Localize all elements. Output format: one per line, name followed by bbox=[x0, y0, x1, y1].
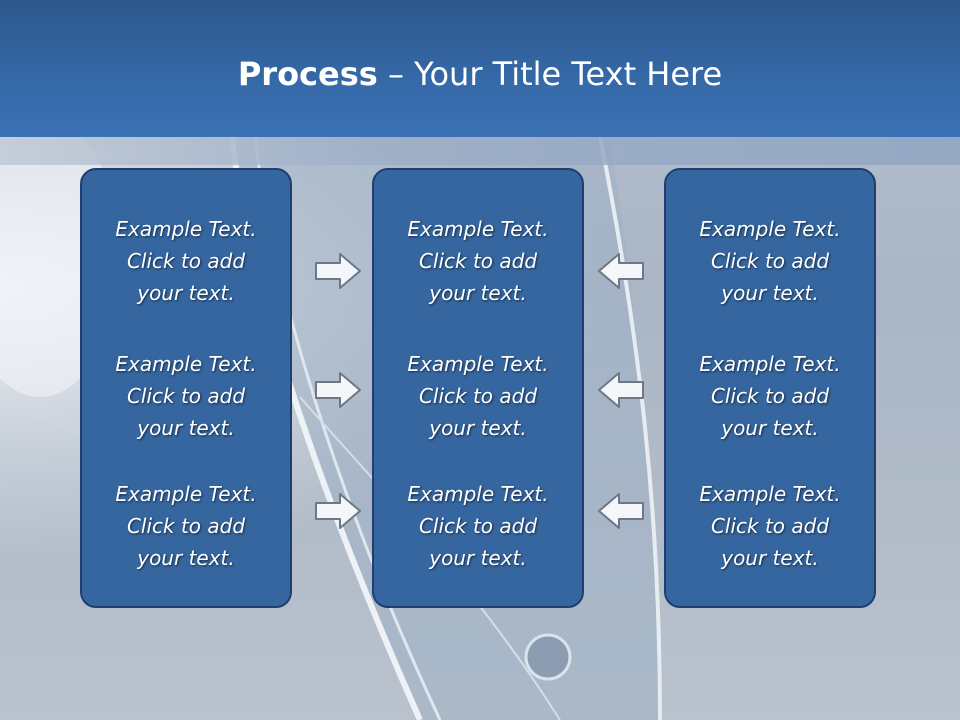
text-line: Click to add bbox=[418, 384, 538, 408]
text-line: your text. bbox=[721, 281, 819, 305]
text-line: your text. bbox=[721, 546, 819, 570]
title-bold: Process bbox=[237, 55, 378, 93]
text-line: Click to add bbox=[126, 384, 246, 408]
left-arrow-icon bbox=[598, 253, 644, 289]
right-arrow-icon bbox=[315, 372, 361, 408]
text-line: Example Text. bbox=[407, 482, 549, 506]
process-box-left[interactable]: Example Text. Click to add your text. Ex… bbox=[80, 168, 292, 608]
text-block[interactable]: Example Text. Click to add your text. bbox=[374, 478, 582, 574]
text-line: your text. bbox=[137, 416, 235, 440]
text-line: your text. bbox=[429, 546, 527, 570]
process-box-right[interactable]: Example Text. Click to add your text. Ex… bbox=[664, 168, 876, 608]
text-line: your text. bbox=[429, 416, 527, 440]
text-block[interactable]: Example Text. Click to add your text. bbox=[82, 348, 290, 444]
text-line: your text. bbox=[137, 546, 235, 570]
header-subband bbox=[0, 137, 960, 165]
title-rest: – Your Title Text Here bbox=[377, 55, 723, 93]
left-arrow-icon bbox=[598, 493, 644, 529]
text-line: your text. bbox=[137, 281, 235, 305]
text-line: Example Text. bbox=[115, 482, 257, 506]
right-arrow-icon bbox=[315, 253, 361, 289]
text-line: Click to add bbox=[126, 514, 246, 538]
text-block[interactable]: Example Text. Click to add your text. bbox=[82, 213, 290, 309]
text-line: Example Text. bbox=[699, 352, 841, 376]
text-line: your text. bbox=[721, 416, 819, 440]
text-line: Click to add bbox=[126, 249, 246, 273]
text-line: Click to add bbox=[710, 514, 830, 538]
text-line: Click to add bbox=[710, 384, 830, 408]
slide-title[interactable]: Process – Your Title Text Here bbox=[0, 52, 960, 96]
text-block[interactable]: Example Text. Click to add your text. bbox=[666, 478, 874, 574]
text-block[interactable]: Example Text. Click to add your text. bbox=[666, 213, 874, 309]
right-arrow-icon bbox=[315, 493, 361, 529]
text-line: Example Text. bbox=[407, 352, 549, 376]
text-block[interactable]: Example Text. Click to add your text. bbox=[82, 478, 290, 574]
text-line: Example Text. bbox=[115, 352, 257, 376]
text-block[interactable]: Example Text. Click to add your text. bbox=[374, 348, 582, 444]
text-block[interactable]: Example Text. Click to add your text. bbox=[374, 213, 582, 309]
header-band bbox=[0, 0, 960, 137]
text-block[interactable]: Example Text. Click to add your text. bbox=[666, 348, 874, 444]
process-box-center[interactable]: Example Text. Click to add your text. Ex… bbox=[372, 168, 584, 608]
text-line: Example Text. bbox=[407, 217, 549, 241]
left-arrow-icon bbox=[598, 372, 644, 408]
text-line: Click to add bbox=[710, 249, 830, 273]
text-line: Click to add bbox=[418, 514, 538, 538]
text-line: Example Text. bbox=[115, 217, 257, 241]
text-line: your text. bbox=[429, 281, 527, 305]
text-line: Click to add bbox=[418, 249, 538, 273]
text-line: Example Text. bbox=[699, 482, 841, 506]
text-line: Example Text. bbox=[699, 217, 841, 241]
